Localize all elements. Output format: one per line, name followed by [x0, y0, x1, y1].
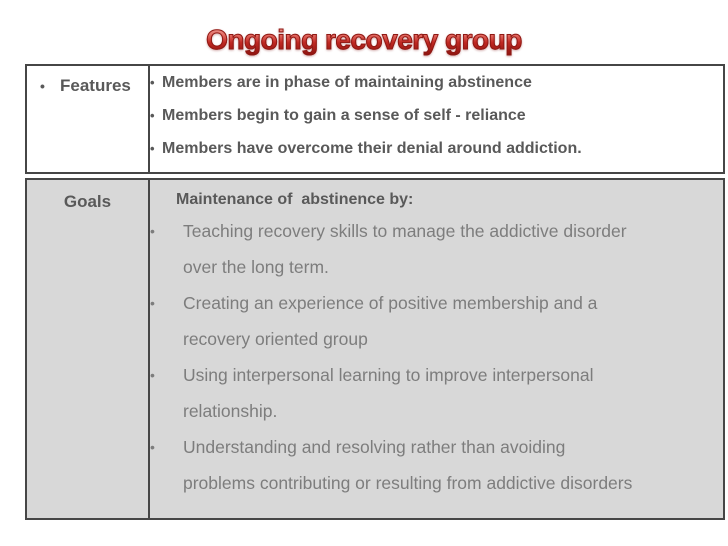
bullet-icon: • — [150, 141, 155, 156]
goals-item-text: Teaching recovery skills to manage the a… — [183, 221, 627, 277]
goals-list-item: • Teaching recovery skills to manage the… — [150, 213, 723, 285]
goals-item-text: Creating an experience of positive membe… — [183, 293, 598, 349]
goals-list: • Teaching recovery skills to manage the… — [150, 213, 723, 501]
bullet-icon: • — [150, 439, 155, 455]
features-row: • Features • Members are in phase of mai… — [25, 64, 725, 174]
bullet-icon: • — [150, 108, 155, 123]
bullet-icon: • — [150, 75, 155, 90]
goals-list-item: • Understanding and resolving rather tha… — [150, 429, 723, 501]
goals-heading: Maintenance of abstinence by: — [176, 191, 414, 208]
goals-label: Goals — [63, 192, 112, 211]
features-content-cell: • Members are in phase of maintaining ab… — [150, 66, 723, 172]
features-label-cell: • Features — [27, 66, 150, 172]
bullet-icon: • — [150, 367, 155, 383]
bullet-icon: • — [40, 78, 45, 94]
features-list-item: • Members have overcome their denial aro… — [150, 132, 723, 165]
goals-list-item: • Creating an experience of positive mem… — [150, 285, 723, 357]
goals-list-item: • Using interpersonal learning to improv… — [150, 357, 723, 429]
features-item-text: Members are in phase of maintaining abst… — [162, 74, 532, 91]
features-list: • Members are in phase of maintaining ab… — [150, 66, 723, 165]
slide-title: Ongoing recovery group — [0, 24, 728, 56]
features-item-text: Members begin to gain a sense of self - … — [162, 107, 526, 124]
features-label-wrap: • Features — [27, 66, 148, 97]
features-list-item: • Members begin to gain a sense of self … — [150, 99, 723, 132]
slide-title-text: Ongoing recovery group — [206, 24, 523, 56]
features-item-text: Members have overcome their denial aroun… — [162, 140, 582, 157]
bullet-icon: • — [150, 295, 155, 311]
goals-row: Goals Maintenance of abstinence by: • Te… — [25, 178, 725, 520]
features-label: Features — [60, 76, 131, 95]
goals-content-cell: Maintenance of abstinence by: • Teaching… — [150, 180, 723, 518]
goals-item-text: Understanding and resolving rather than … — [183, 437, 633, 493]
bullet-icon: • — [150, 223, 155, 239]
goals-item-text: Using interpersonal learning to improve … — [183, 365, 594, 421]
features-list-item: • Members are in phase of maintaining ab… — [150, 66, 723, 99]
goals-label-cell: Goals — [27, 180, 150, 518]
goals-label-wrap: Goals — [27, 180, 148, 213]
